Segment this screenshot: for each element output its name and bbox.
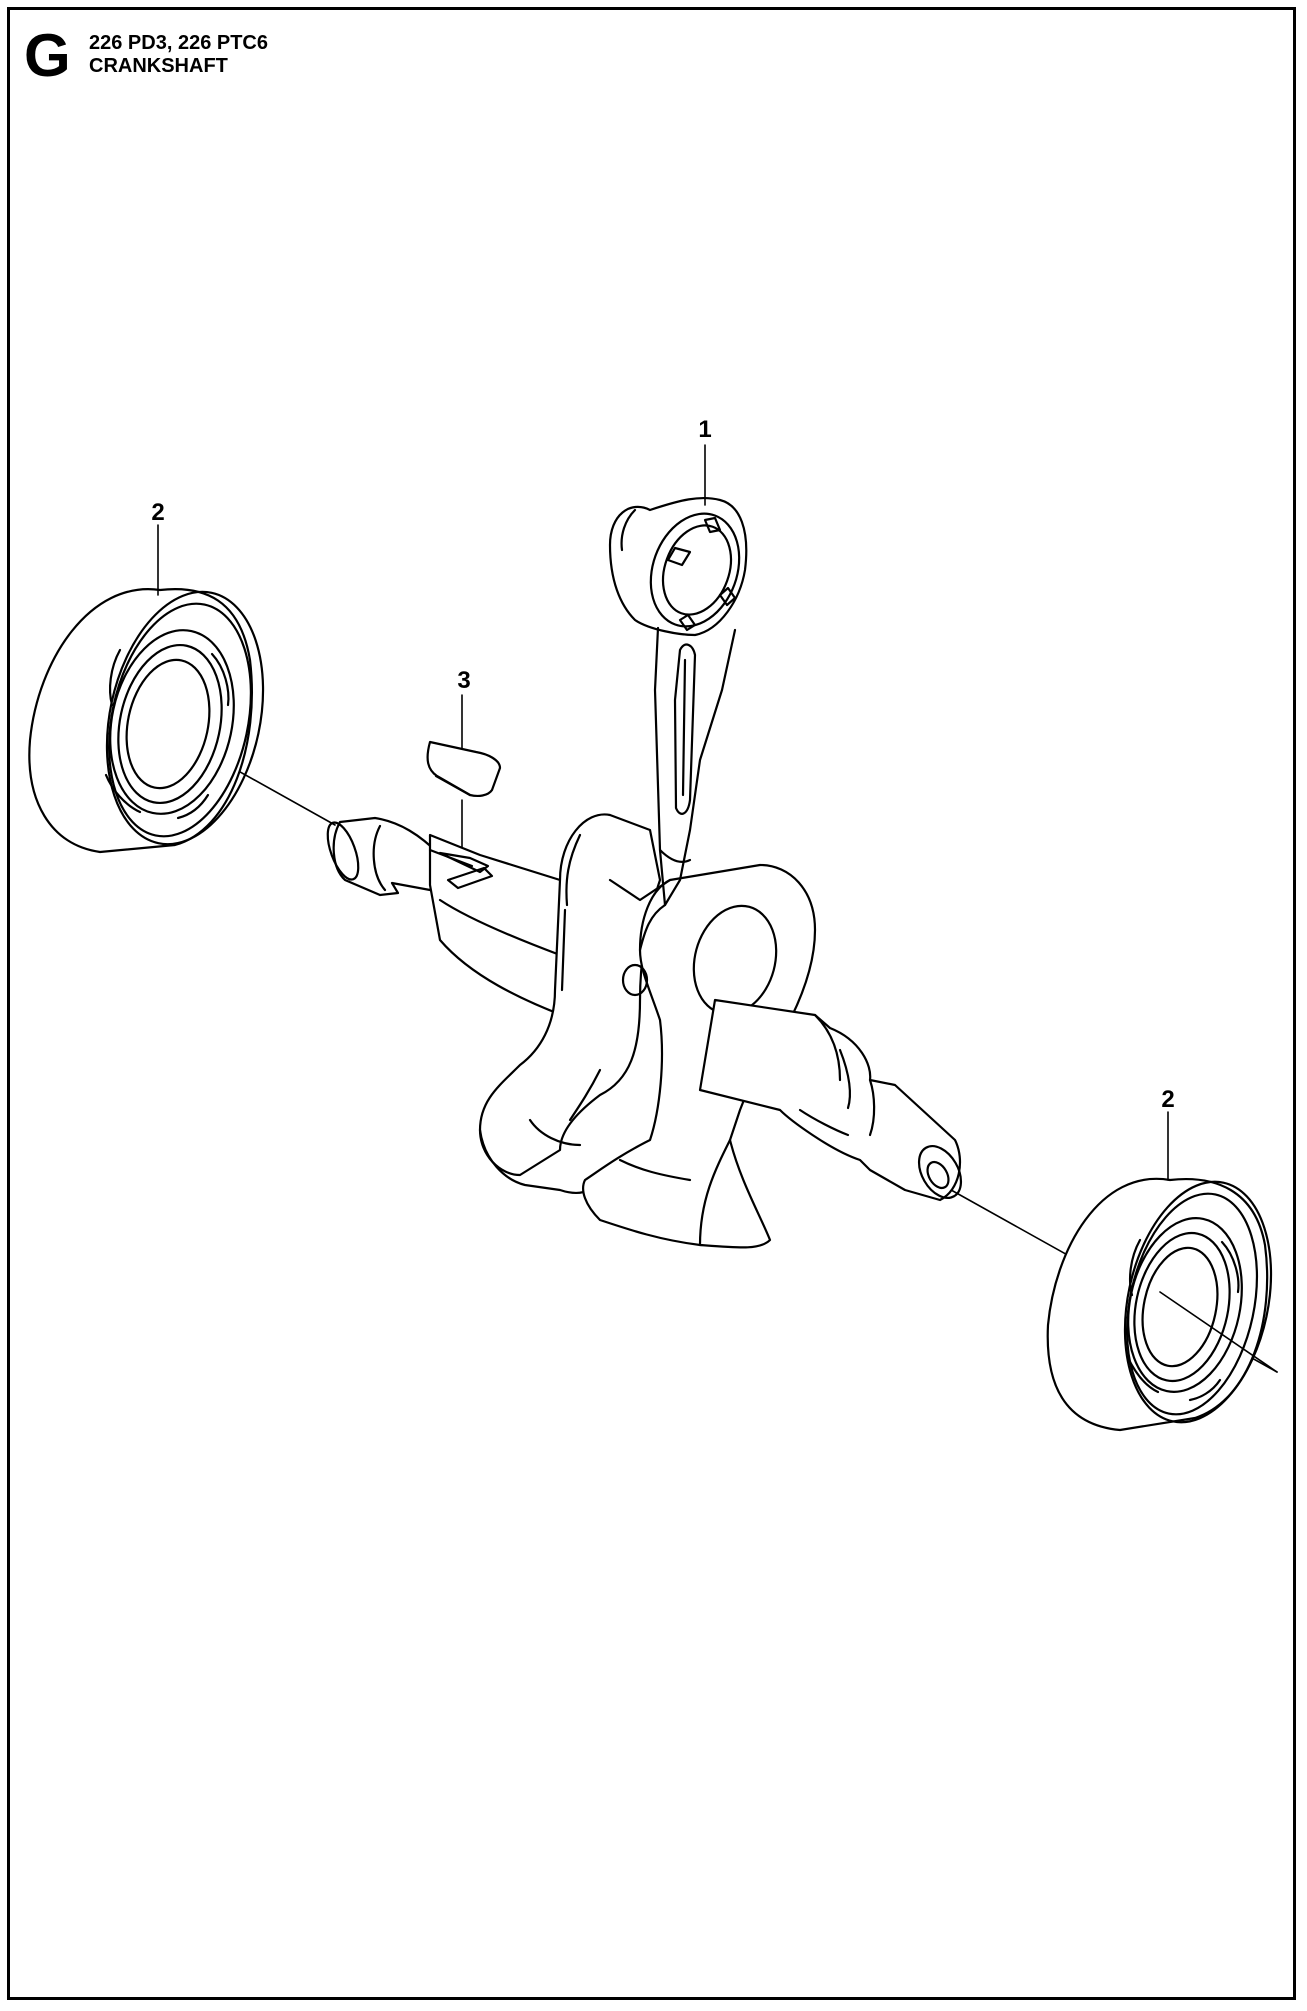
leader-lines [157,444,1169,1181]
page-frame [7,7,1296,2000]
callout-2-right: 2 [1161,1086,1174,1113]
crankshaft [326,813,963,1249]
section-letter: G [24,22,71,89]
callout-3: 3 [457,667,470,694]
page-title: CRANKSHAFT [89,55,228,77]
callout-2-left: 2 [151,499,164,526]
callout-1: 1 [698,416,711,443]
model-list: 226 PD3, 226 PTC6 [89,32,268,54]
connecting-rod [608,496,748,907]
ball-bearing-left [28,588,265,854]
ball-bearing-right [1046,1177,1278,1432]
